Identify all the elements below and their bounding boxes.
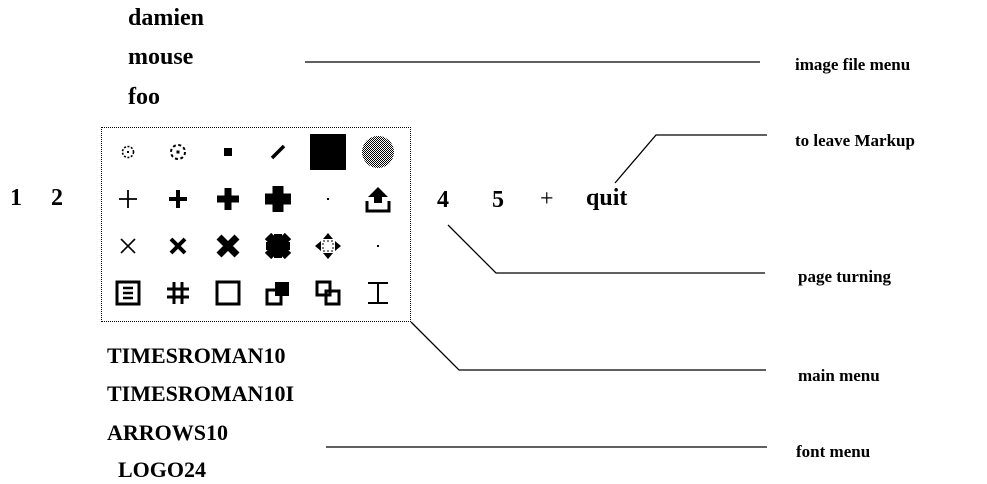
callout-leave-markup — [614, 134, 767, 184]
tiny-dot-icon[interactable] — [355, 223, 401, 269]
label-main-menu: main menu — [798, 366, 880, 385]
page-number-1[interactable]: 1 — [10, 185, 22, 211]
page-number-5[interactable]: 5 — [492, 187, 504, 213]
plus-bold-icon[interactable] — [205, 176, 251, 222]
callout-main-menu — [410, 321, 766, 371]
label-page-turning: page turning — [798, 267, 892, 286]
cross-bold-icon[interactable] — [205, 223, 251, 269]
font-item-timesroman10[interactable]: TIMESROMAN10 — [107, 343, 286, 368]
dot-ring-large-icon[interactable] — [155, 129, 201, 175]
boxed-text-icon[interactable] — [105, 270, 151, 316]
plus-heavy-icon[interactable] — [255, 176, 301, 222]
plus-thin-icon[interactable] — [105, 176, 151, 222]
four-arrows-icon[interactable] — [305, 223, 351, 269]
dot-ring-small-icon[interactable] — [105, 129, 151, 175]
label-to-leave-markup: to leave Markup — [795, 131, 915, 150]
hash-icon[interactable] — [155, 270, 201, 316]
main-menu-panel — [101, 127, 411, 322]
page-number-2[interactable]: 2 — [51, 185, 63, 211]
font-item-timesroman10i[interactable]: TIMESROMAN10I — [107, 381, 295, 406]
font-item-arrows10[interactable]: ARROWS10 — [107, 420, 229, 445]
quit-button[interactable]: quit — [586, 185, 628, 211]
square-dot-icon[interactable] — [205, 129, 251, 175]
plus-medium-icon[interactable] — [155, 176, 201, 222]
font-item-logo24[interactable]: LOGO24 — [118, 457, 207, 482]
image-file-item-mouse[interactable]: mouse — [128, 44, 194, 70]
callout-page-turning — [447, 224, 765, 274]
cross-medium-icon[interactable] — [155, 223, 201, 269]
overlap-squares-icon[interactable] — [255, 270, 301, 316]
linked-squares-icon[interactable] — [305, 270, 351, 316]
i-beam-icon[interactable] — [355, 270, 401, 316]
gray-circle-icon[interactable] — [355, 129, 401, 175]
image-file-item-foo[interactable]: foo — [128, 84, 160, 110]
square-outline-icon[interactable] — [205, 270, 251, 316]
page-number-4[interactable]: 4 — [437, 187, 449, 213]
cross-thin-icon[interactable] — [105, 223, 151, 269]
label-font-menu: font menu — [796, 442, 871, 461]
page-plus-button[interactable]: + — [540, 186, 554, 212]
tiny-dot-icon[interactable] — [305, 176, 351, 222]
image-file-item-damien[interactable]: damien — [128, 5, 205, 31]
label-image-file-menu: image file menu — [795, 55, 911, 74]
solid-square-icon[interactable] — [305, 129, 351, 175]
diagonal-stroke-icon[interactable] — [255, 129, 301, 175]
upload-arrow-icon[interactable] — [355, 176, 401, 222]
splat-icon[interactable] — [255, 223, 301, 269]
